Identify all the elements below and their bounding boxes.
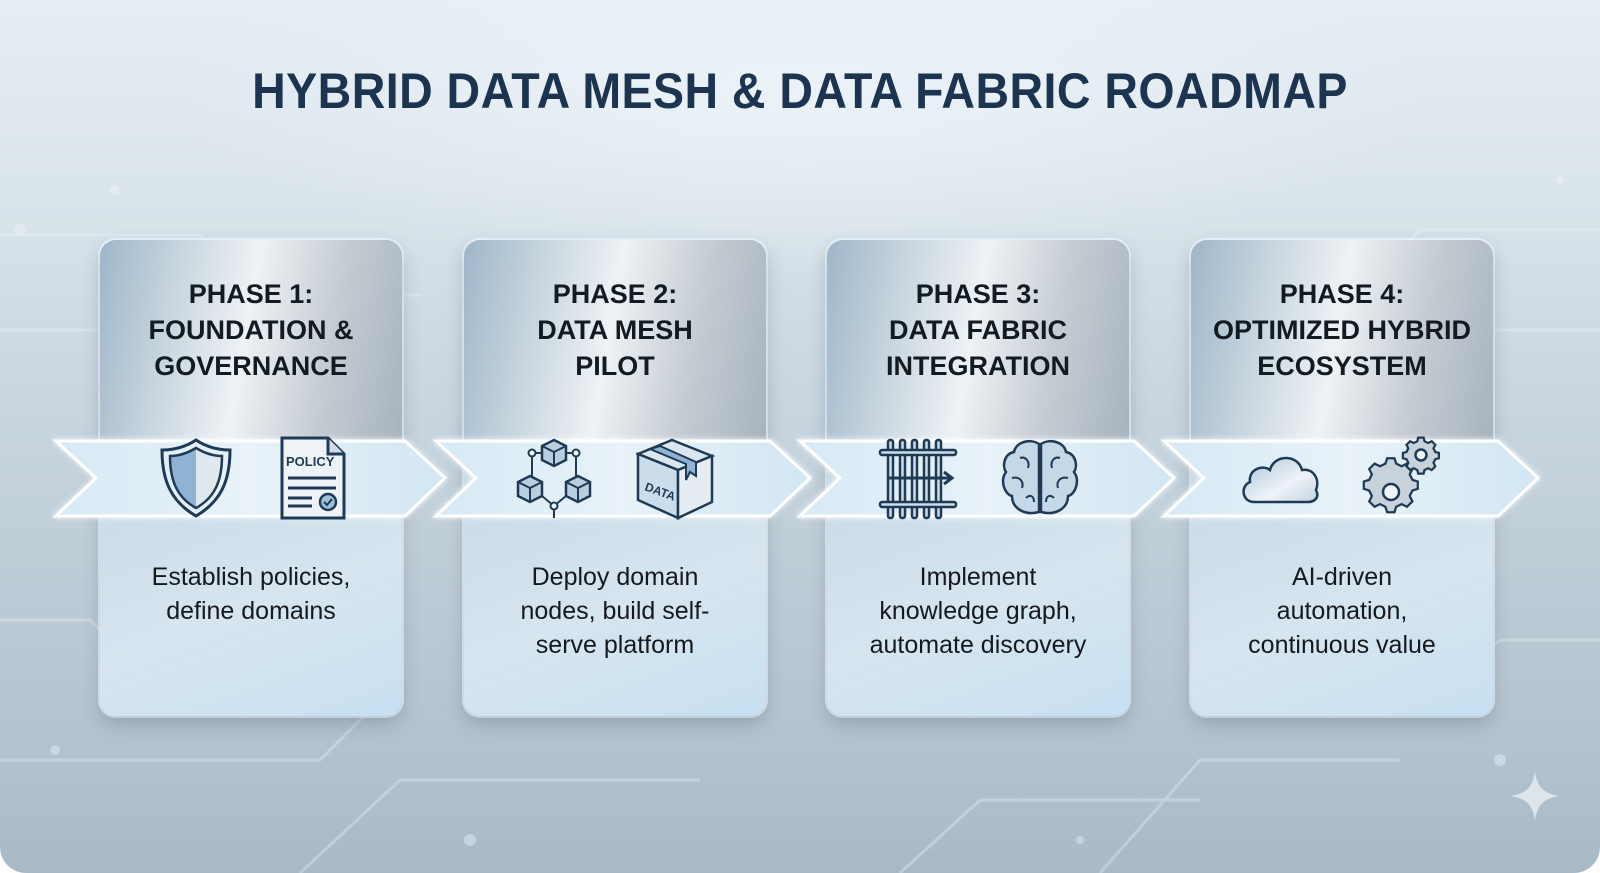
- phase-name-line: GOVERNANCE: [154, 351, 348, 381]
- phase-card-2: PHASE 2: DATA MESH PILOT Deploy domain n…: [464, 240, 766, 716]
- phase-description: Deploy domain nodes, build self- serve p…: [464, 560, 766, 662]
- description-line: Establish policies,: [151, 563, 351, 591]
- phase-number: PHASE 1:: [188, 279, 314, 309]
- phase-name-line: DATA FABRIC: [889, 315, 1067, 345]
- phase-name-line: PILOT: [575, 351, 655, 381]
- sparkle-icon: [1510, 771, 1560, 821]
- description-line: Deploy domain: [531, 563, 699, 591]
- phase-name-line: OPTIMIZED HYBRID: [1212, 315, 1471, 345]
- page-title: HYBRID DATA MESH & DATA FABRIC ROADMAP: [252, 63, 1348, 119]
- description-line: continuous value: [1248, 631, 1436, 659]
- phase-number: PHASE 4:: [1279, 279, 1405, 309]
- phase-title: PHASE 2: DATA MESH PILOT: [464, 276, 766, 384]
- phase-title: PHASE 4: OPTIMIZED HYBRID ECOSYSTEM: [1191, 276, 1493, 384]
- phase-name-line: FOUNDATION &: [148, 315, 354, 345]
- phase-description: Establish policies, define domains: [100, 560, 402, 628]
- description-line: nodes, build self-: [520, 597, 710, 625]
- phase-card-3: PHASE 3: DATA FABRIC INTEGRATION Impleme…: [827, 240, 1129, 716]
- description-line: knowledge graph,: [879, 597, 1077, 625]
- brain-icon: [1001, 440, 1079, 515]
- phase-name-line: DATA MESH: [537, 315, 693, 345]
- phase-name-line: INTEGRATION: [886, 351, 1070, 381]
- description-line: Implement: [919, 563, 1037, 591]
- gears-icon: [1362, 436, 1441, 514]
- phase-title: PHASE 3: DATA FABRIC INTEGRATION: [827, 276, 1129, 384]
- data-box-icon: DATA: [636, 438, 716, 520]
- shield-icon: [160, 438, 232, 518]
- phase-card-1: PHASE 1: FOUNDATION & GOVERNANCE Establi…: [100, 240, 402, 716]
- phase-description: Implement knowledge graph, automate disc…: [827, 560, 1129, 662]
- phase-card-4: PHASE 4: OPTIMIZED HYBRID ECOSYSTEM AI-d…: [1191, 240, 1493, 716]
- description-line: AI-driven: [1291, 563, 1393, 591]
- phase-title: PHASE 1: FOUNDATION & GOVERNANCE: [100, 276, 402, 384]
- description-line: serve platform: [535, 631, 695, 659]
- description-line: automate discovery: [869, 631, 1087, 659]
- cloud-icon: [1242, 456, 1319, 504]
- description-line: automation,: [1276, 597, 1408, 625]
- description-line: define domains: [166, 597, 336, 625]
- phase-number: PHASE 2:: [552, 279, 678, 309]
- phase-number: PHASE 3:: [915, 279, 1041, 309]
- policy-label: POLICY: [286, 454, 335, 469]
- network-cubes-icon: [516, 438, 592, 518]
- policy-document-icon: POLICY: [280, 436, 346, 520]
- fabric-grid-icon: [878, 438, 958, 520]
- phase-name-line: ECOSYSTEM: [1257, 351, 1427, 381]
- phase-description: AI-driven automation, continuous value: [1191, 560, 1493, 662]
